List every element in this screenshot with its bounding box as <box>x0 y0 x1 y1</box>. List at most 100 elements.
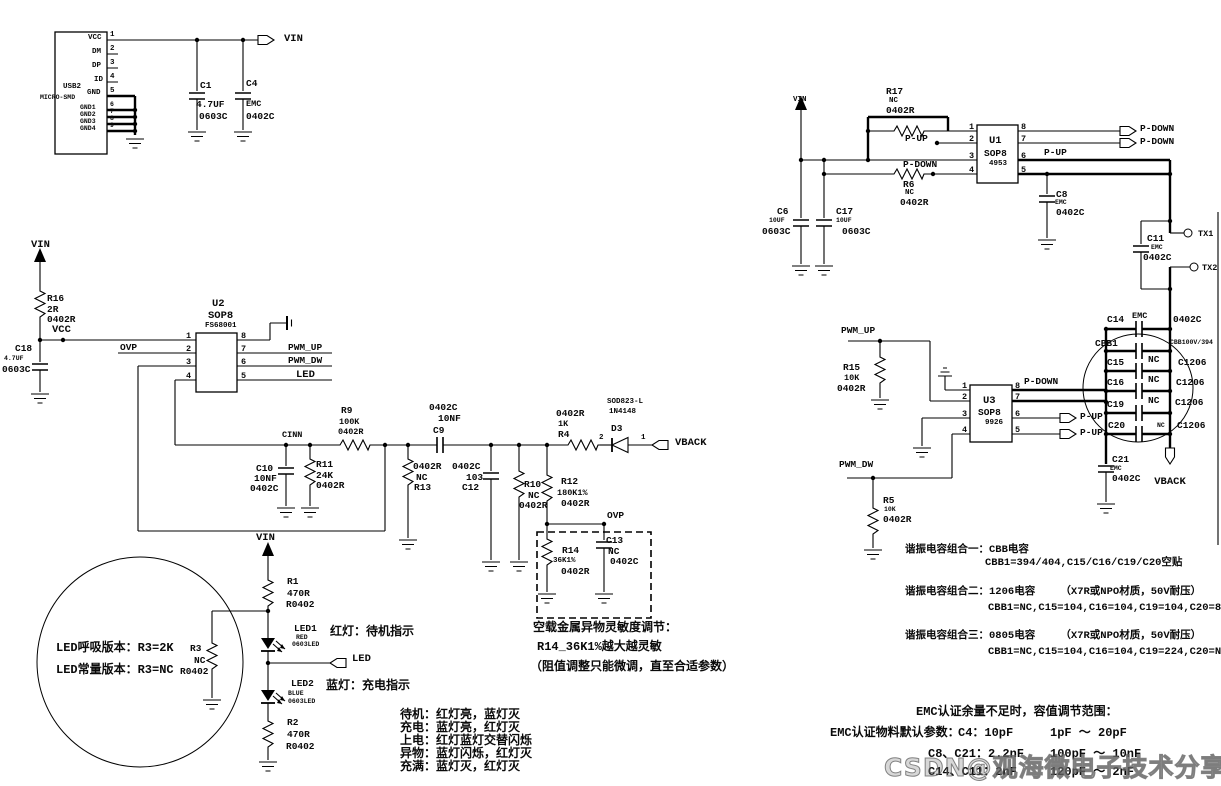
u2-pin-1: 1 <box>186 331 192 341</box>
port-tx1: TX1 <box>1198 229 1214 239</box>
ground-icon <box>1096 503 1116 514</box>
ref-c12: C12 <box>462 482 480 493</box>
pkg-c16: C1206 <box>1176 377 1205 388</box>
note-res-combo2b: CBB1=NC,C15=104,C16=104,C19=104,C20=82nF <box>988 602 1221 614</box>
usb-pin-gnd1: GND1 <box>80 104 96 111</box>
part-u2: FS68001 <box>205 322 237 330</box>
ref-r14: R14 <box>562 545 580 556</box>
power-flag-icon <box>938 367 952 377</box>
u3-pin-4: 4 <box>962 425 968 435</box>
usb-pinnum-2: 2 <box>110 45 115 53</box>
val-c11: EMC <box>1151 244 1163 251</box>
ground-icon <box>202 699 222 710</box>
p-down-port-icon <box>1119 125 1137 137</box>
usb-pinnum-1: 1 <box>110 31 115 39</box>
pkg-c21: 0402C <box>1112 473 1141 484</box>
net-cinn: CINN <box>282 430 303 440</box>
val-c18: 4.7UF <box>4 355 24 362</box>
pkg-c18: 0603C <box>2 364 31 375</box>
ref-c15: C15 <box>1107 357 1125 368</box>
val-r12: 180K1% <box>557 488 588 498</box>
pkg-u2: SOP8 <box>208 310 234 322</box>
note-status-4: 异物：蓝灯闪烁，红灯灭 <box>400 747 533 761</box>
led-indicator-section <box>36 542 347 772</box>
ref-c14: C14 <box>1107 314 1125 325</box>
usb-pinnum-9: 9 <box>110 122 114 129</box>
led-port-icon <box>329 657 347 669</box>
vback-port-icon <box>1164 447 1176 465</box>
note-status-1: 待机：红灯亮，蓝灯灭 <box>400 708 521 722</box>
capacitor-c17-icon <box>815 219 833 227</box>
note-res-combo2a: 谐振电容组合二：1206电容 （X7R或NPO材质，50V耐压） <box>905 586 1202 598</box>
note-emc-c8c21-range: 100pF ～ 10nF <box>1050 747 1142 761</box>
u2-pin-2: 2 <box>186 344 192 354</box>
net-p-down-1: P-DOWN <box>1140 123 1175 134</box>
ref-u3: U3 <box>983 395 996 407</box>
val-r5: 10K <box>884 506 896 513</box>
val-r3: NC <box>194 655 206 666</box>
ref-r6: R6 <box>903 179 915 190</box>
p-up-port-icon <box>1059 412 1077 424</box>
ground-icon <box>30 393 50 404</box>
u3-pin-6: 6 <box>1015 409 1021 419</box>
note-emc-c4: C4：10pF <box>958 726 1014 740</box>
ground-icon <box>537 593 557 604</box>
usb-pin-gnd: GND <box>87 89 101 97</box>
usb-pin-gnd2: GND2 <box>80 111 96 118</box>
capacitor-c12-icon <box>482 472 500 480</box>
pkg-r11: 0402R <box>316 480 345 491</box>
val-led1: RED <box>296 634 308 641</box>
ref-u2: U2 <box>212 298 225 310</box>
led1-icon <box>261 638 286 653</box>
val-r6: NC <box>905 189 915 197</box>
usb-part: MICRO-SMD <box>40 94 76 101</box>
resistor-r5-icon <box>867 504 879 538</box>
d3-pin-1: 1 <box>641 434 646 442</box>
pkg-c20: C1206 <box>1177 420 1206 431</box>
ref-c17: C17 <box>836 206 854 217</box>
pkg-r5: 0402R <box>883 514 912 525</box>
ref-c11: C11 <box>1147 233 1165 244</box>
u2-pin-8: 8 <box>241 331 247 341</box>
note-emc-c14c11-range: 120pF ～ 2nF <box>1050 765 1135 779</box>
ref-c9: C9 <box>433 425 445 436</box>
ref-c4: C4 <box>246 78 258 89</box>
u2-pin-7: 7 <box>241 344 247 354</box>
note-status-3: 上电：红灯蓝灯交替闪烁 <box>400 734 533 748</box>
ref-c8: C8 <box>1056 189 1068 200</box>
part-u1: 4953 <box>989 160 1008 168</box>
net-pwm-dw-u3: PWM_DW <box>839 459 874 470</box>
watermark: CSDN@观海微电子技术分享博客 <box>884 753 1221 783</box>
ref-c21: C21 <box>1112 454 1130 465</box>
ref-r2: R2 <box>287 717 299 728</box>
u2-pin-6: 6 <box>241 357 247 367</box>
capacitor-c18-icon <box>31 363 49 371</box>
val-r17: NC <box>889 97 899 105</box>
resistor-r10-icon <box>513 467 525 501</box>
usb-ref: USB2 <box>63 83 82 91</box>
ground-icon <box>863 549 883 560</box>
usb-pinnum-7: 7 <box>110 108 114 115</box>
ref-r16: R16 <box>47 293 65 304</box>
ref-r9: R9 <box>341 405 353 416</box>
val-r9: 100K <box>339 417 360 427</box>
ground-icon <box>398 539 418 550</box>
val-c19: NC <box>1148 395 1160 406</box>
ref-r1: R1 <box>287 576 299 587</box>
capacitor-c9-icon <box>436 436 444 454</box>
u1-ic-box <box>976 124 1019 184</box>
ground-icon <box>509 561 529 572</box>
usb-pin-vcc: VCC <box>88 34 102 42</box>
pkg-d3: SOD823-L <box>607 398 644 406</box>
net-vback-right: VBACK <box>1154 476 1186 488</box>
u3-pin-8: 8 <box>1015 381 1021 391</box>
val-r16: 2R <box>47 304 59 315</box>
resistor-r1-icon <box>262 576 274 610</box>
pkg-c12: 0402C <box>452 461 481 472</box>
val-c20: NC <box>1157 422 1165 429</box>
u1-halfbridge-section <box>791 96 1173 276</box>
pkg-c11: 0402C <box>1143 252 1172 263</box>
note-status-5: 充满：蓝灯灭，红灯灭 <box>400 760 521 774</box>
usb-pin-gnd3: GND3 <box>80 118 96 125</box>
net-vin-led: VIN <box>256 532 275 544</box>
